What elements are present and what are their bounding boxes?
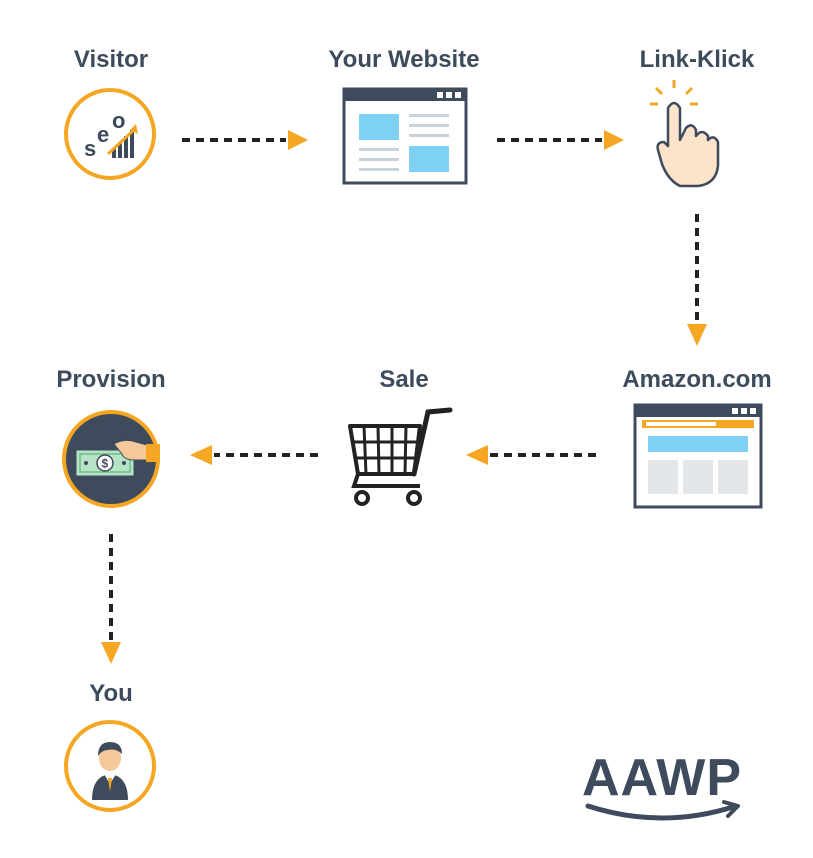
visitor-node xyxy=(64,88,156,180)
svg-text:e: e xyxy=(97,122,109,147)
shopping-cart-icon xyxy=(348,407,453,506)
svg-text:$: $ xyxy=(102,457,109,471)
aawp-logo: AAWP xyxy=(582,748,782,828)
logo-text: AAWP xyxy=(582,749,742,807)
seo-icon: s e o xyxy=(84,108,138,161)
amazon-window-icon xyxy=(633,403,763,509)
arrowhead-website-to-linkklick xyxy=(604,130,624,150)
arrowhead-sale-to-provision xyxy=(190,445,212,465)
arrowhead-provision-to-you xyxy=(101,642,121,664)
visitor-label: Visitor xyxy=(73,46,149,73)
arrowhead-visitor-to-website xyxy=(288,130,308,150)
arrowhead-amazon-to-sale xyxy=(466,445,488,465)
you-label: You xyxy=(89,680,133,707)
arrowhead-linkklick-to-amazon xyxy=(687,324,707,346)
logo-smile-icon xyxy=(585,800,740,821)
website-window-icon xyxy=(342,87,468,185)
svg-text:s: s xyxy=(84,136,96,161)
money-hand-icon: $ xyxy=(75,439,160,477)
person-icon xyxy=(92,742,128,800)
amazon-label: Amazon.com xyxy=(622,366,772,393)
svg-text:o: o xyxy=(112,108,125,133)
linkklick-label: Link-Klick xyxy=(639,46,755,73)
sale-label: Sale xyxy=(379,366,429,393)
click-hand-icon xyxy=(650,80,720,188)
provision-label: Provision xyxy=(56,366,166,393)
website-label: Your Website xyxy=(328,46,480,73)
